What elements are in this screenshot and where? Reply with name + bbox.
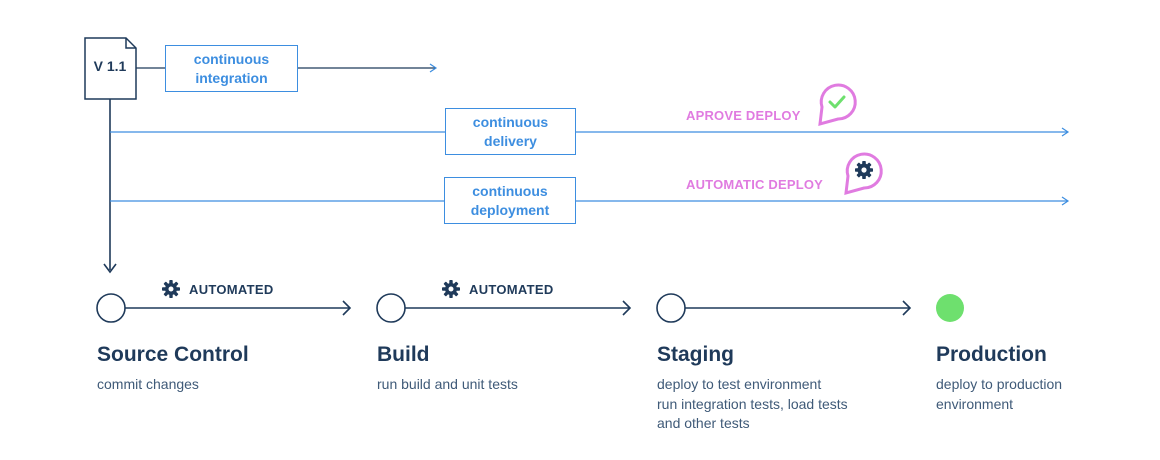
stage-title-production: Production <box>936 343 1047 366</box>
integration-track-arrowhead <box>429 63 438 73</box>
gear-icon <box>442 280 460 298</box>
approve-deploy-label: APROVE DEPLOY <box>686 108 801 123</box>
delivery-track-arrowhead <box>1061 127 1070 137</box>
document-fold <box>125 38 136 49</box>
stage-title-build: Build <box>377 343 430 366</box>
stage-desc-production: deploy to production environment <box>936 375 1062 414</box>
stage-title-source-control: Source Control <box>97 343 249 366</box>
trunk-arrowhead <box>103 263 117 274</box>
desc-line: run build and unit tests <box>377 376 518 392</box>
continuous-integration-box: continuous integration <box>165 45 298 92</box>
box-label-line: delivery <box>484 132 537 149</box>
box-label-line: continuous <box>472 182 548 199</box>
version-document-icon <box>84 37 137 100</box>
deployment-track-arrowhead <box>1061 196 1070 206</box>
desc-line: environment <box>936 395 1014 412</box>
automated-text: AUTOMATED <box>469 281 554 297</box>
staging-node <box>656 293 686 323</box>
desc-line: run integration tests, load tests <box>657 395 848 412</box>
stage-desc-staging: deploy to test environment run integrati… <box>657 375 848 434</box>
desc-line: deploy to production <box>936 376 1063 392</box>
desc-line: deploy to test environment <box>657 376 822 392</box>
automatic-deploy-label: AUTOMATIC DEPLOY <box>686 177 824 192</box>
box-label-line: continuous <box>193 50 270 67</box>
source-control-node <box>96 293 126 323</box>
automatic-gear-icon <box>844 152 883 196</box>
desc-line: commit changes <box>97 376 199 392</box>
stage-desc-build: run build and unit tests <box>377 375 518 395</box>
desc-line: and other tests <box>657 415 750 431</box>
automated-text: AUTOMATED <box>189 281 274 297</box>
gear-icon <box>162 280 180 298</box>
connector-arrowhead-3 <box>902 300 912 316</box>
connector-arrowhead-1 <box>342 300 352 316</box>
version-label: V 1.1 <box>93 58 127 74</box>
stage-title-staging: Staging <box>657 343 734 366</box>
stage-desc-source-control: commit changes <box>97 375 199 395</box>
automated-label-2: AUTOMATED <box>442 280 554 298</box>
box-label-line: continuous <box>472 113 549 130</box>
continuous-deployment-box: continuous deployment <box>444 177 576 224</box>
build-node <box>376 293 406 323</box>
production-node <box>936 294 964 322</box>
box-label-line: deployment <box>470 201 550 218</box>
connector-arrowhead-2 <box>622 300 632 316</box>
approve-check-icon <box>818 83 857 127</box>
box-label-line: integration <box>195 69 268 86</box>
continuous-delivery-box: continuous delivery <box>445 108 576 155</box>
automated-label-1: AUTOMATED <box>162 280 274 298</box>
